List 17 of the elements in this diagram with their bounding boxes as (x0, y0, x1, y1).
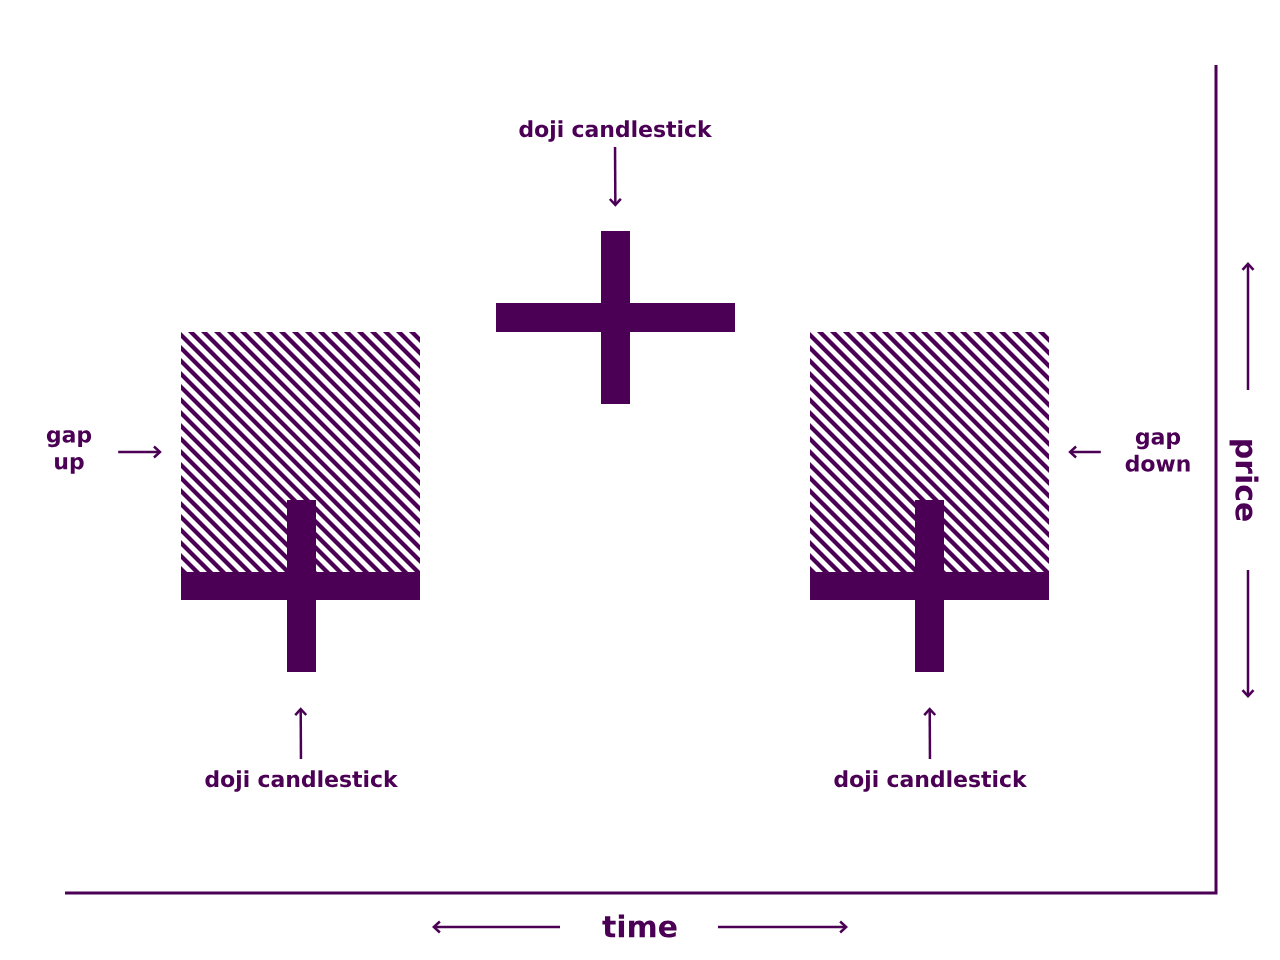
arrow (118, 445, 162, 459)
hatched-box (181, 332, 420, 572)
callout-text: doji candlestick (205, 770, 398, 792)
arrow (1068, 445, 1101, 459)
callout-text: doji candlestick (519, 120, 712, 142)
hatched-box (810, 332, 1049, 572)
doji-candle (496, 231, 735, 404)
callout-text: gap up (46, 430, 92, 474)
callout-text: doji candlestick (834, 770, 1027, 792)
doji-candle (810, 500, 1049, 672)
arrow (294, 707, 308, 760)
arrow (608, 146, 622, 207)
axis-label: time (602, 914, 677, 938)
axis-label: price (1229, 440, 1259, 521)
arrow (923, 707, 937, 760)
doji-candle (181, 500, 420, 672)
callout-text: gap down (1125, 432, 1190, 472)
